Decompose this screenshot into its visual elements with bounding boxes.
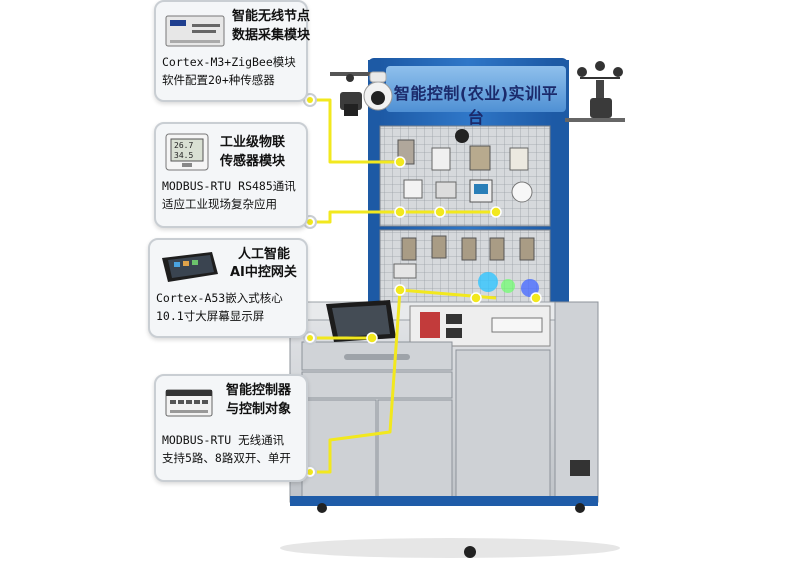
anemometer	[565, 61, 625, 122]
callout-title-line-1: 智能控制器	[226, 383, 292, 398]
callout-title-line-2: AI中控网关	[230, 265, 297, 280]
upper-sensors	[397, 129, 533, 203]
callout-desc-line-2: 支持5路、8路双开、单开	[162, 451, 291, 465]
svg-text:34.5: 34.5	[174, 151, 193, 160]
callout-title-line-2: 传感器模块	[220, 154, 286, 169]
callout-title-line-1: 工业级物联	[220, 135, 286, 150]
floor-shadow	[280, 538, 620, 558]
callout-iot-sensor: 26.7 34.5 工业级物联 传感器模块 MODBUS-RTU RS485通讯…	[154, 122, 308, 228]
gateway-thumbnail	[158, 248, 220, 286]
callout-title-line-2: 数据采集模块	[232, 28, 311, 43]
callout-anchor-inner	[307, 97, 313, 475]
wireless-node-thumbnail	[164, 10, 226, 50]
callout-controller: 智能控制器 与控制对象 MODBUS-RTU 无线通讯 支持5路、8路双开、单开	[154, 374, 308, 482]
lower-devices	[393, 235, 539, 297]
svg-text:26.7: 26.7	[174, 141, 193, 150]
callout-wireless-node: 智能无线节点 数据采集模块 Cortex-M3+ZigBee模块 软件配置20+…	[154, 0, 311, 102]
controller-thumbnail	[164, 384, 214, 422]
gateway-tablet-on-desk	[326, 300, 396, 342]
callout-desc-line-1: Cortex-M3+ZigBee模块	[162, 55, 296, 69]
callout-title-line-1: 人工智能	[238, 247, 291, 262]
wheels	[317, 503, 585, 558]
callout-desc-line-1: MODBUS-RTU 无线通讯	[162, 433, 285, 447]
callout-title-line-1: 智能无线节点	[232, 9, 311, 24]
callout-title-line-2: 与控制对象	[226, 402, 292, 417]
callout-desc-line-2: 10.1寸大屏幕显示屏	[156, 309, 265, 323]
weather-station-left	[330, 72, 372, 116]
callout-desc-line-1: Cortex-A53嵌入式核心	[156, 291, 283, 305]
connector-lines	[310, 98, 497, 474]
platform-banner-title: 智能控制(农业)实训平台	[393, 84, 559, 127]
sensor-display-thumbnail: 26.7 34.5	[164, 132, 210, 172]
banner	[386, 66, 566, 112]
connector-dots	[366, 156, 542, 344]
callout-ai-gateway: 人工智能 AI中控网关 Cortex-A53嵌入式核心 10.1寸大屏幕显示屏	[148, 238, 308, 338]
callout-desc-line-1: MODBUS-RTU RS485通讯	[162, 179, 296, 193]
callout-desc-line-2: 软件配置20+种传感器	[162, 73, 275, 87]
camera-dome	[363, 71, 393, 111]
callout-desc-line-2: 适应工业现场复杂应用	[162, 197, 277, 211]
